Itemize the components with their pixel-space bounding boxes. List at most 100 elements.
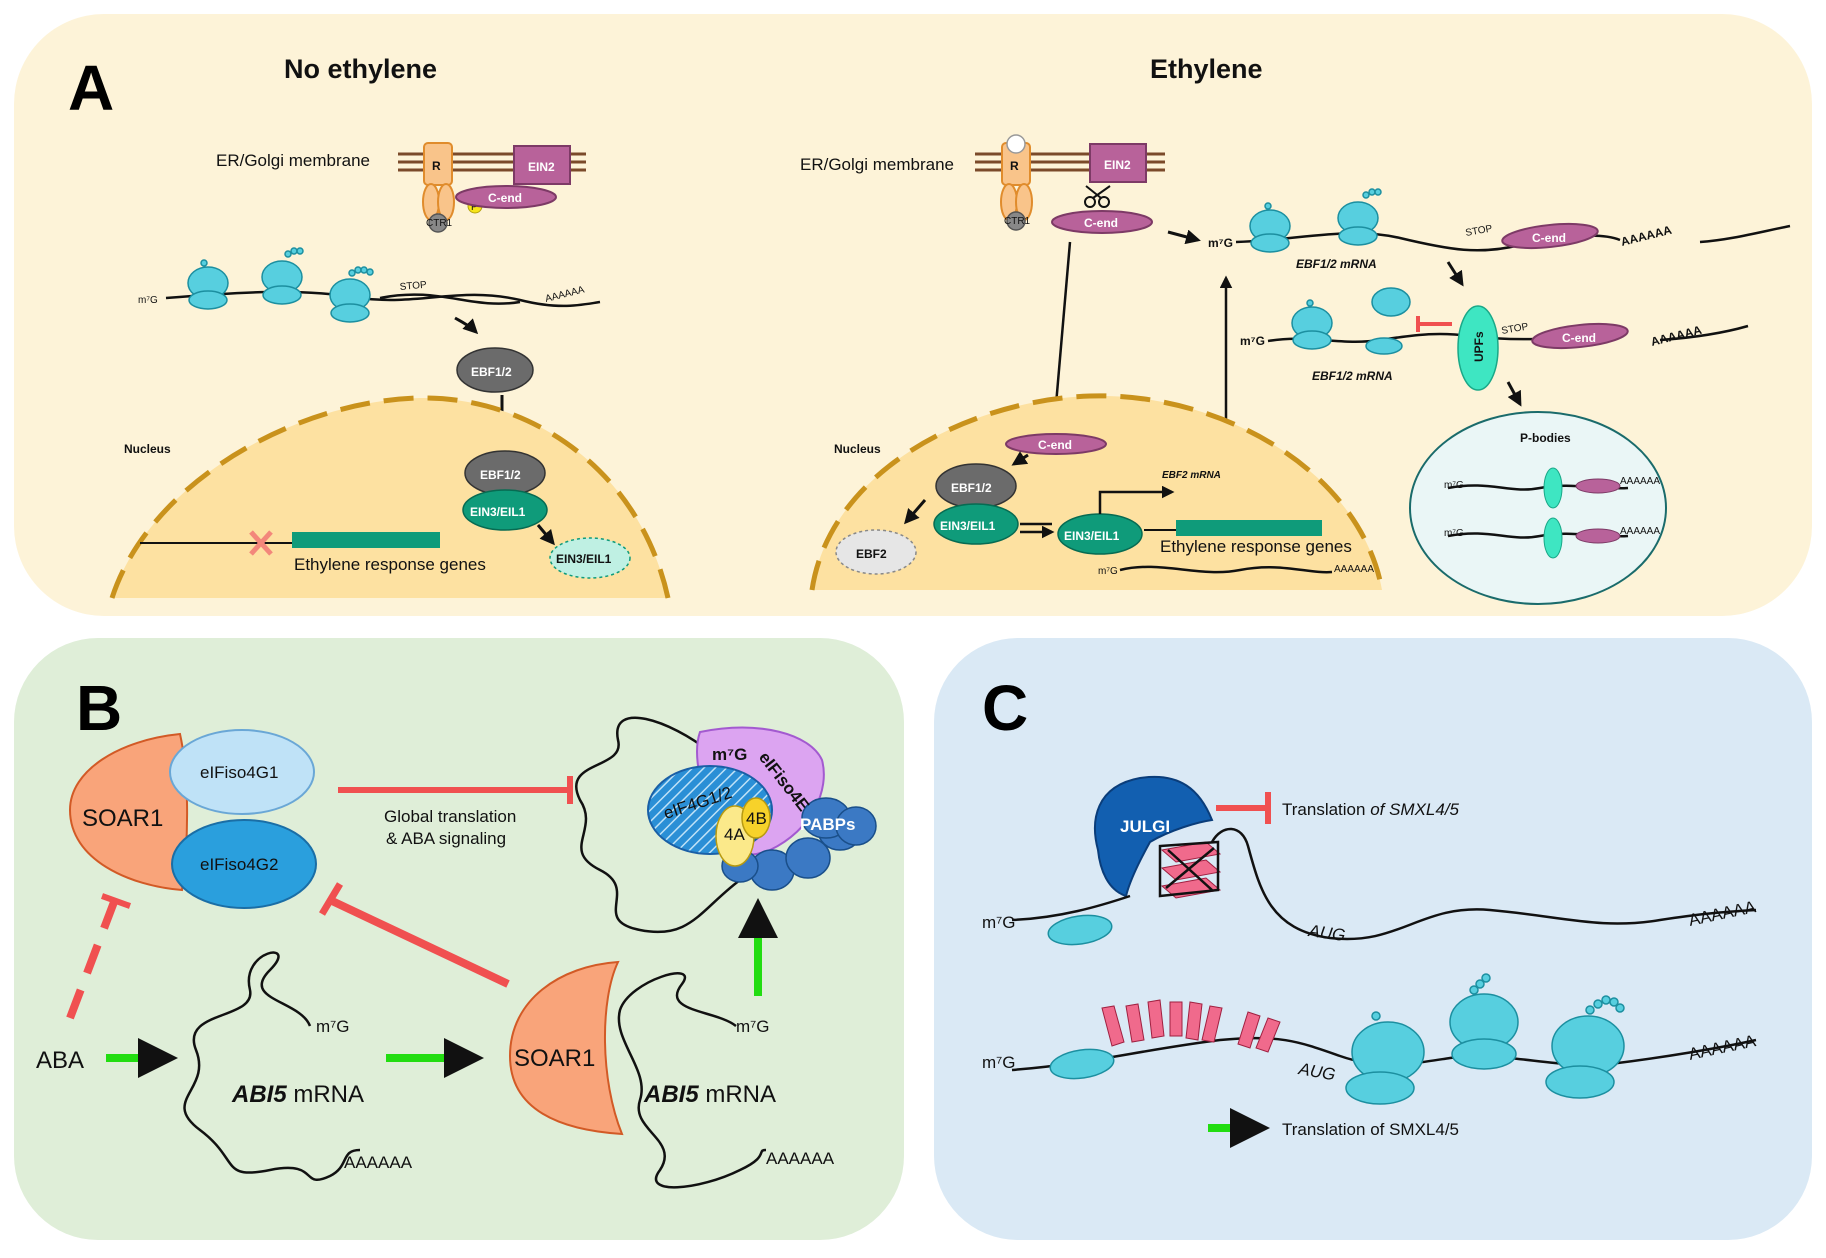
ein3-right-b-label: EIN3/EIL1 <box>1064 529 1120 543</box>
arrow-upfs-to-pbodies <box>1506 381 1522 407</box>
c-end-free-label: C-end <box>1084 216 1118 230</box>
abi5-mrna-1-label: ABI5 mRNA <box>231 1081 364 1108</box>
p-bodies-polya-label: AAAAAA <box>1620 476 1660 487</box>
m7g-bottom-c-label: m⁷G <box>982 1053 1016 1072</box>
transcription-arrow <box>1098 485 1175 514</box>
mrna-mid-right <box>1267 287 1749 355</box>
arrow-cend-to-ebf <box>1011 451 1029 466</box>
membrane-label-left: ER/Golgi membrane <box>216 151 370 170</box>
abi5-mrna-2 <box>617 972 767 1189</box>
soar1-left-label: SOAR1 <box>82 805 163 832</box>
stop-mid-label: STOP <box>1501 321 1530 337</box>
receptor-right: R CTR1 <box>1000 134 1033 231</box>
panel-c: C JULGI m⁷G AUG AAAAAA Translation of SM… <box>934 638 1812 1240</box>
panel-a-letter: A <box>68 52 114 124</box>
m7g-top-label: m⁷G <box>1208 236 1233 250</box>
factor-4a-label: 4A <box>724 825 745 844</box>
mrna-top-right <box>1235 188 1791 253</box>
translation-complex <box>575 716 877 934</box>
ctr1-label-right: CTR1 <box>1004 216 1031 227</box>
ein2-left: EIN2 C-end <box>455 145 571 209</box>
membrane-label-right: ER/Golgi membrane <box>800 155 954 174</box>
response-genes-label-right: Ethylene response genes <box>1160 537 1352 556</box>
nucleus-label-right: Nucleus <box>834 442 881 456</box>
mrna-top-c <box>1011 827 1757 941</box>
phospho-label: P <box>471 202 478 213</box>
ein3-label-left: EIN3/EIL1 <box>470 505 526 519</box>
inhibition-global-translation <box>338 776 573 804</box>
upfs-label: UPFs <box>1472 331 1486 362</box>
ebf-nucleus-label-right: EBF1/2 <box>951 481 992 495</box>
ribosome-small-bottom-c <box>1049 1048 1115 1080</box>
p-bodies-m7g-label-2: m⁷G <box>1444 528 1464 539</box>
soar1-right-label: SOAR1 <box>514 1045 595 1072</box>
receptor-label-left: R <box>432 159 441 173</box>
mrna-mid-label: EBF1/2 mRNA <box>1312 369 1393 383</box>
factor-4b-label: 4B <box>746 809 767 828</box>
p-bodies-label: P-bodies <box>1520 431 1571 445</box>
ribosome-small-top-c <box>1047 914 1113 946</box>
p-bodies <box>1409 411 1667 605</box>
m7g-complex-label: m⁷G <box>712 745 747 764</box>
c-end-top-label: C-end <box>1532 231 1566 245</box>
ein3-degraded <box>549 537 631 579</box>
c-end-mid <box>1531 322 1629 350</box>
c-end-free <box>1051 210 1153 234</box>
ctr1-label-left: CTR1 <box>426 218 453 229</box>
panel-b: B SOAR1 eIFiso4G1 eIFiso4G2 Global trans… <box>14 638 904 1240</box>
inhibition-label-2: & ABA signaling <box>386 829 506 848</box>
pabps-label: PABPs <box>800 815 855 834</box>
abi5-mrna-2-label: ABI5 mRNA <box>643 1081 776 1108</box>
abi5-mrna-1 <box>183 951 361 1182</box>
no-ethylene-title: No ethylene <box>284 54 437 84</box>
ein3-right-a <box>933 503 1019 545</box>
inhibition-upfs-ribosome <box>1416 316 1452 332</box>
m7g-nucleus-label: m⁷G <box>1098 566 1118 577</box>
ein3-degraded-label: EIN3/EIL1 <box>556 552 612 566</box>
gene-bar-right <box>1176 520 1322 536</box>
nucleus-mrna <box>1119 565 1333 574</box>
eifiso4g2 <box>171 819 317 909</box>
ebf-label-left: EBF1/2 <box>471 365 512 379</box>
polya-nucleus-label: AAAAAA <box>1334 564 1374 575</box>
ebf2-label: EBF2 <box>856 547 887 561</box>
m7g-top-c-label: m⁷G <box>982 913 1016 932</box>
c-end-label-left: C-end <box>488 191 522 205</box>
ein2-right: EIN2 <box>1089 143 1147 183</box>
eifiso4g1-label: eIFiso4G1 <box>200 763 278 782</box>
g-quadruplex-top <box>1158 840 1222 899</box>
ribosomes-bottom-c <box>1345 973 1625 1105</box>
m7g-abi5-1-label: m⁷G <box>316 1017 350 1036</box>
inhibition-translation-label: Translation of SMXL4/5 <box>1282 800 1460 819</box>
receptor-label-right: R <box>1010 159 1019 173</box>
p-bodies-polya-label-2: AAAAAA <box>1620 526 1660 537</box>
repression-cross <box>249 530 273 556</box>
response-genes-label-left: Ethylene response genes <box>294 555 486 574</box>
ebf-nucleus-label-left: EBF1/2 <box>480 468 521 482</box>
julgi <box>1094 775 1214 898</box>
eifiso4g2-label: eIFiso4G2 <box>200 855 278 874</box>
inhibition-label-1: Global translation <box>384 807 516 826</box>
ethylene-title: Ethylene <box>1150 54 1263 84</box>
activation-translation-label: Translation of SMXL4/5 <box>1282 1120 1459 1139</box>
inhibition-aba-soar1 <box>66 893 132 1020</box>
stop-top-label: STOP <box>1465 223 1494 239</box>
julgi-label: JULGI <box>1120 817 1170 836</box>
c-end-mid-label: C-end <box>1562 331 1596 345</box>
upfs <box>1457 305 1499 391</box>
ebf-left <box>456 347 534 393</box>
nucleus-label-left: Nucleus <box>124 442 171 456</box>
soar1-left <box>68 732 189 892</box>
m7g-label-left: m⁷G <box>138 295 158 306</box>
scissors-icon <box>1084 185 1111 208</box>
panel-a: A No ethylene ER/Golgi membrane R CTR1 P… <box>14 14 1812 616</box>
ein3-right-a-label: EIN3/EIL1 <box>940 519 996 533</box>
ebf2-mrna-label: EBF2 mRNA <box>1162 470 1221 481</box>
panel-c-letter: C <box>982 672 1028 744</box>
m7g-mid-label: m⁷G <box>1240 334 1265 348</box>
inhibition-julgi-translation <box>1216 792 1271 824</box>
c-end-top <box>1501 222 1599 250</box>
arrow-mrna-to-upfs <box>1446 261 1464 287</box>
soar1-right <box>508 960 624 1136</box>
